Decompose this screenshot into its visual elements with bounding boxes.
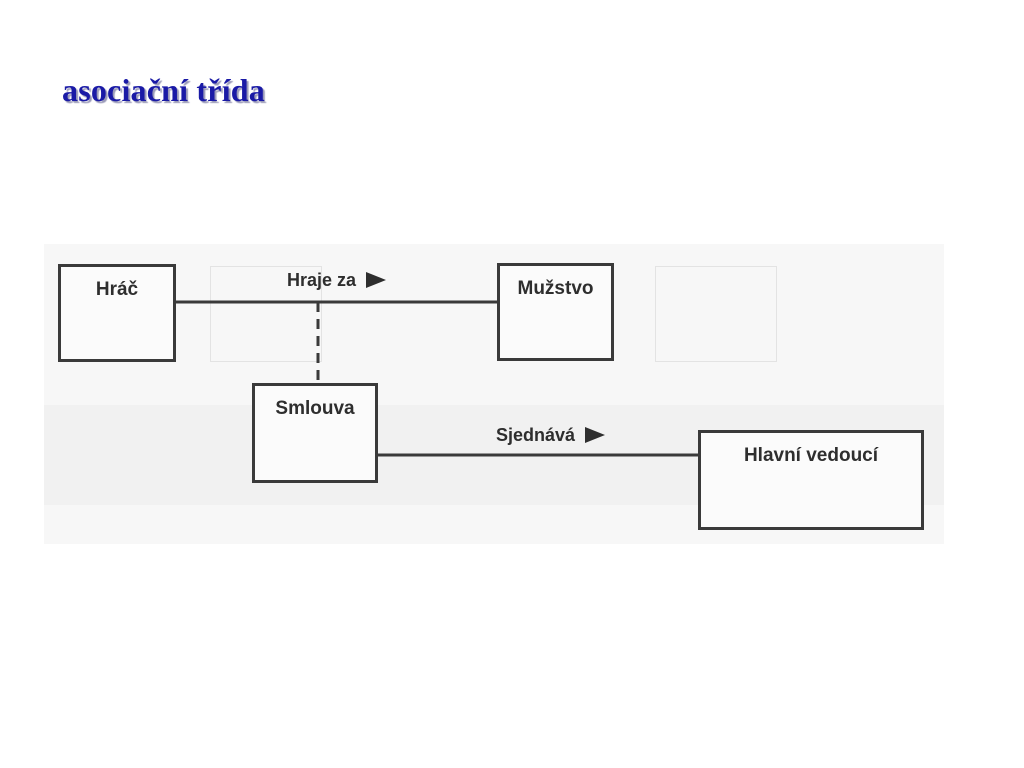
association-name-plays-for: Hraje za: [287, 270, 357, 290]
association-name-negotiates: Sjednává: [496, 425, 576, 445]
slide-title: asociační třída: [62, 72, 265, 108]
class-box-contract: Smlouva: [252, 383, 378, 483]
class-box-head-manager: Hlavní vedoucí: [698, 430, 924, 530]
triangle-right-icon: [585, 427, 606, 443]
class-name-player: Hráč: [95, 279, 139, 300]
class-name-contract: Smlouva: [275, 398, 355, 419]
association-label-negotiates: Sjednává: [496, 425, 606, 446]
bleed-through-box: [210, 266, 322, 362]
class-box-team: Mužstvo: [497, 263, 614, 361]
class-name-head-manager: Hlavní vedoucí: [743, 445, 879, 466]
class-name-team: Mužstvo: [517, 278, 594, 299]
association-label-plays-for: Hraje za: [287, 270, 387, 291]
bleed-through-box: [655, 266, 777, 362]
class-box-player: Hráč: [58, 264, 176, 362]
triangle-right-icon: [366, 272, 387, 288]
